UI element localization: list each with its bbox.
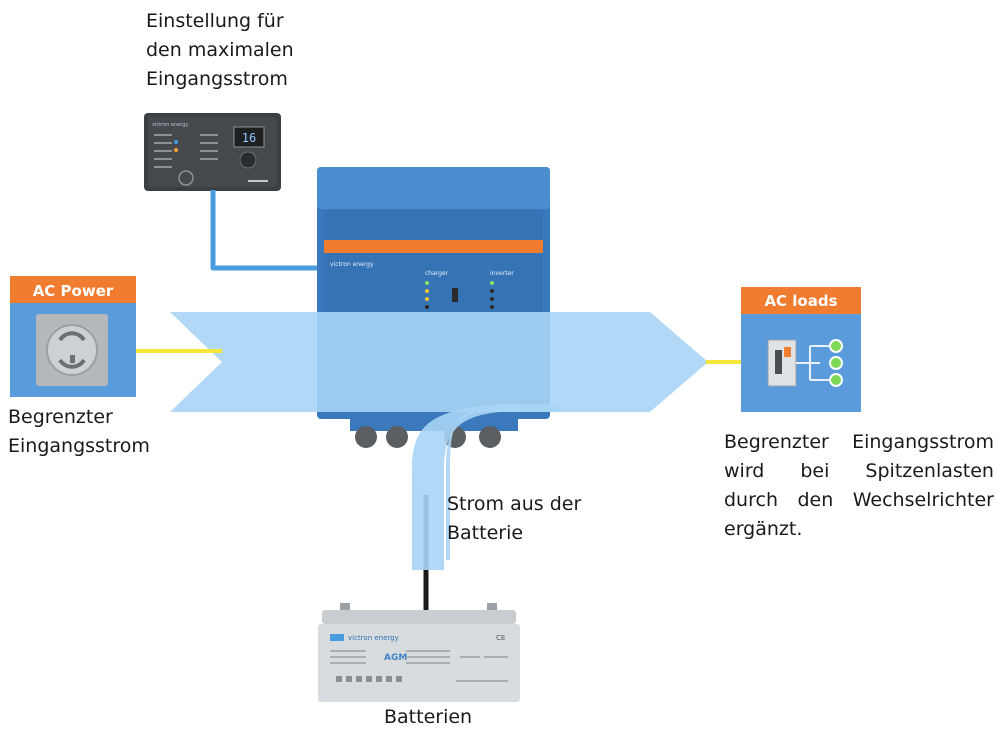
ac-power-box: AC Power — [10, 276, 136, 397]
ac-flow-arrow — [170, 312, 708, 412]
battery-current-label: Strom aus der Batterie — [447, 493, 582, 544]
battery-ce: CE — [496, 634, 505, 642]
batteries-label: Batterien — [384, 706, 473, 728]
inverter-brand: victron energy — [330, 261, 374, 268]
remote-control-panel: victron energy 16 — [144, 113, 281, 191]
panel-display: 16 — [242, 131, 256, 145]
load-2 — [829, 356, 843, 370]
ac-loads-title: AC loads — [764, 292, 837, 310]
power-flow — [170, 312, 708, 560]
charger-label: charger — [425, 270, 449, 277]
battery-brand: victron energy — [348, 634, 399, 642]
load-1 — [829, 339, 843, 353]
ac-loads-box: AC loads — [741, 287, 861, 412]
inverter-label: inverter — [490, 270, 514, 277]
limited-input-label: Begrenzter Eingangsstrom — [8, 406, 150, 457]
ac-power-title: AC Power — [33, 282, 114, 300]
control-setting-label: Einstellung für den maximalen Eingangsst… — [146, 10, 294, 90]
panel-brand: victron energy — [152, 122, 188, 128]
supplement-label: Begrenzter Eingangsstrom wird bei Spitze… — [724, 431, 994, 540]
battery: victron energy AGM CE — [318, 603, 520, 702]
control-cable — [210, 190, 330, 271]
load-3 — [829, 373, 843, 387]
battery-type: AGM — [384, 653, 407, 663]
